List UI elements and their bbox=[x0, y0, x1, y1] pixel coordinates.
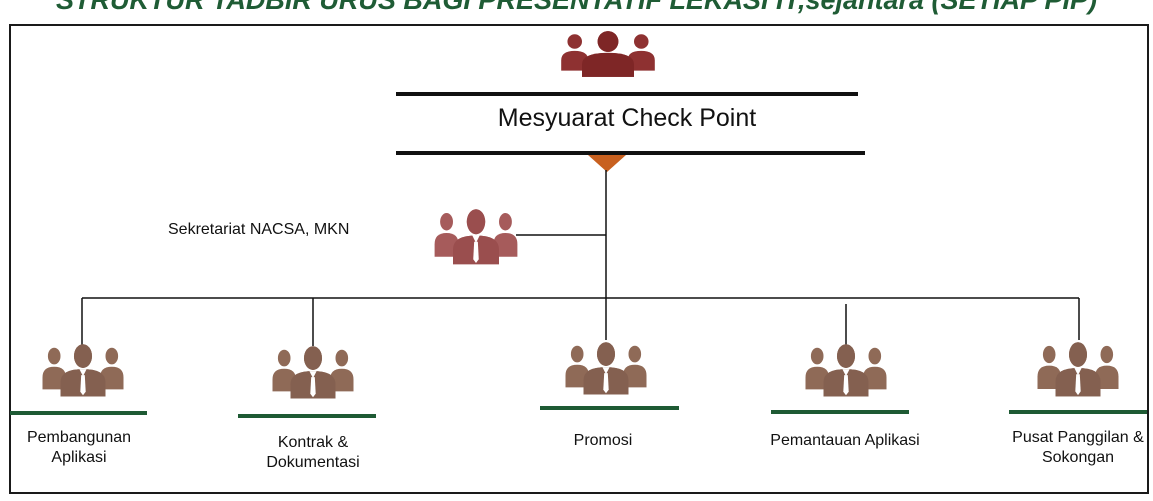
people-group-icon bbox=[42, 344, 124, 397]
department-underline bbox=[10, 411, 147, 415]
department-label: Promosi bbox=[573, 432, 633, 449]
people-group-icon bbox=[561, 31, 655, 77]
diagram-frame bbox=[9, 24, 1149, 494]
department-label: Pusat Panggilan & Sokongan bbox=[1012, 429, 1144, 466]
secretariat-label: Sekretariat NACSA, MKN bbox=[168, 221, 350, 238]
people-group-icon bbox=[272, 346, 354, 399]
meeting-marker bbox=[588, 155, 626, 172]
people-group-icon bbox=[565, 342, 647, 395]
meeting-title: Mesyuarat Check Point bbox=[497, 104, 757, 132]
department-underline bbox=[540, 406, 679, 410]
people-group-icon bbox=[434, 209, 518, 265]
department-label: Kontrak & Dokumentasi bbox=[266, 434, 360, 471]
people-group-icon bbox=[805, 344, 887, 397]
department-underline bbox=[1009, 410, 1147, 414]
people-group-icon bbox=[1037, 342, 1119, 397]
department-underline bbox=[238, 414, 376, 418]
page-title: STRUKTUR TADBIR URUS BAGI PRESENTATIF LE… bbox=[55, 0, 1098, 15]
department-underline bbox=[771, 410, 909, 414]
department-label: Pemantauan Aplikasi bbox=[770, 432, 920, 449]
department-label: Pembangunan Aplikasi bbox=[26, 429, 132, 466]
